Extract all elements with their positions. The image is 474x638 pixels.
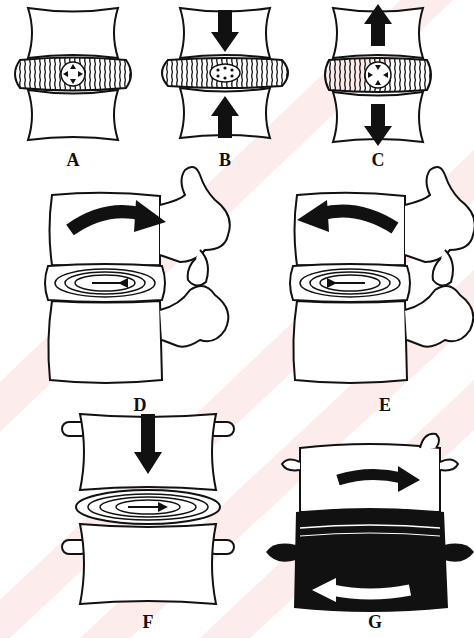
disc-flexion [45,167,230,383]
panel-letter: A [67,150,80,170]
panel-letter: B [219,150,231,170]
panel-letter: G [368,612,382,632]
disc-compression [162,8,288,138]
panel-letter: E [379,395,391,415]
disc-tension [325,4,431,146]
panel-letter: D [134,395,147,415]
panel-letter: C [372,150,385,170]
panel-letter: F [143,612,154,632]
disc-extension [290,167,474,383]
disc-lateral-view [62,414,234,604]
disc-torsion [266,434,474,612]
disc-neutral [15,8,131,140]
